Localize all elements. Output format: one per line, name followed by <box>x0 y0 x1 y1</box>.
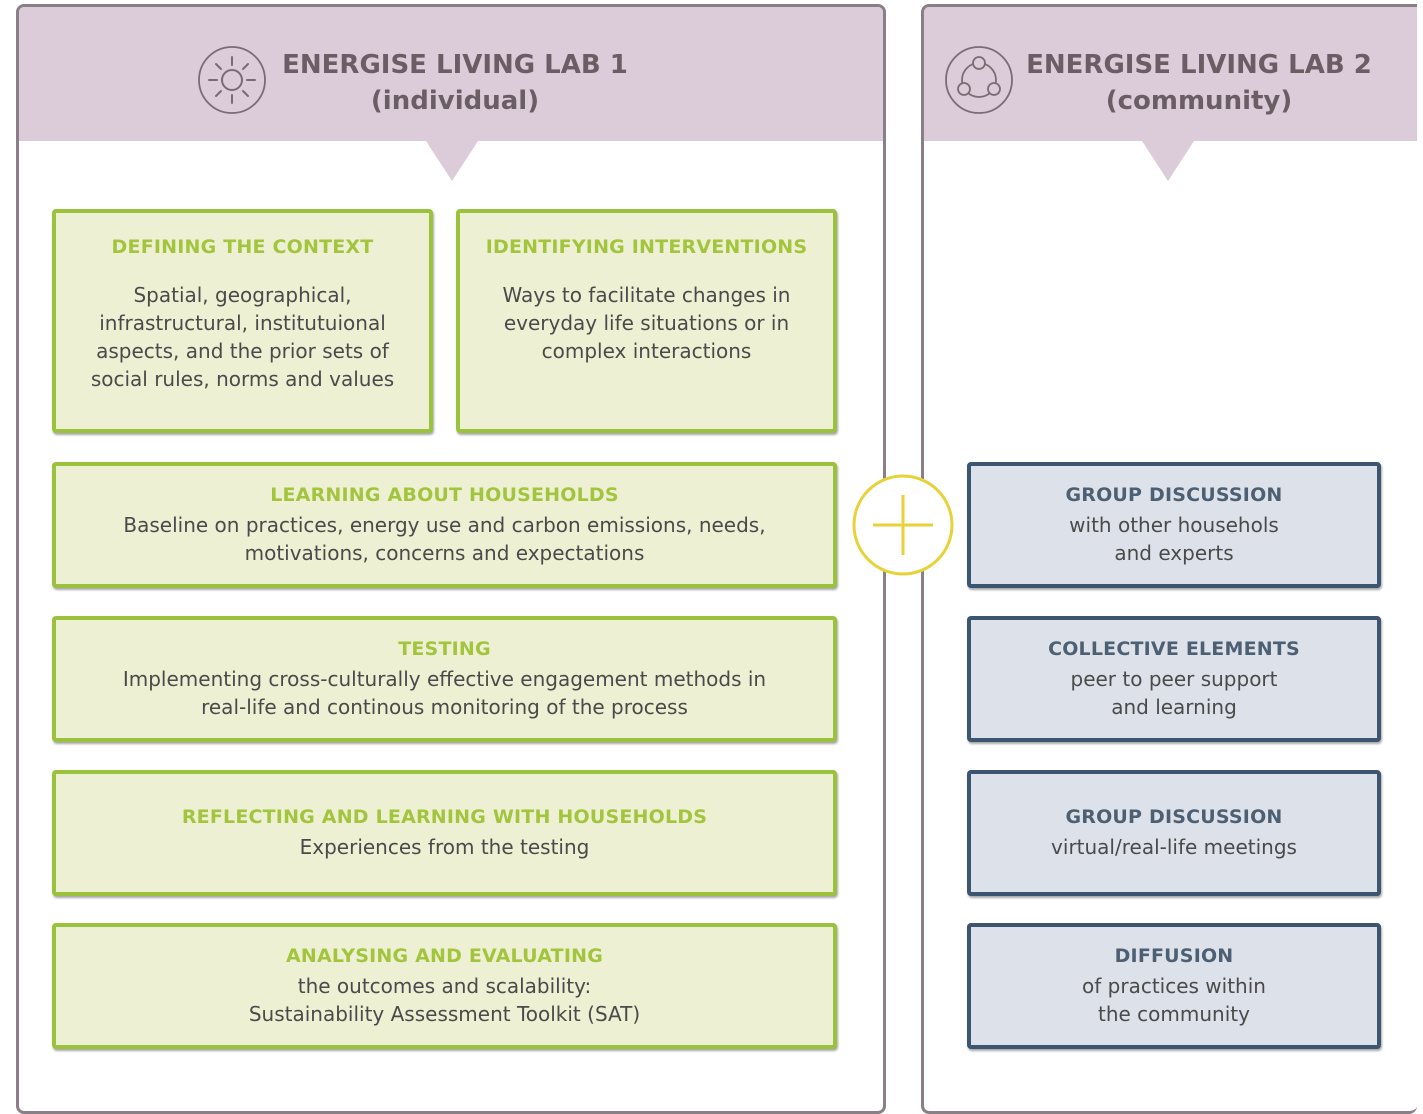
box-title: DEFINING THE CONTEXT <box>111 236 374 258</box>
header-pointer-arrow <box>1142 141 1194 181</box>
group-discussion-meetings-box: GROUP DISCUSSION virtual/real-life meeti… <box>967 770 1381 896</box>
living-lab-2-title-line2: (community) <box>1105 86 1293 116</box>
box-title: TESTING <box>398 638 491 660</box>
reflecting-and-learning-box: REFLECTING AND LEARNING WITH HOUSEHOLDS … <box>52 770 837 896</box>
box-text: Baseline on practices, energy use and ca… <box>123 513 766 565</box>
living-lab-2-header <box>924 7 1417 141</box>
identifying-interventions-box: IDENTIFYING INTERVENTIONS Ways to facili… <box>456 209 837 433</box>
box-title: REFLECTING AND LEARNING WITH HOUSEHOLDS <box>181 806 708 828</box>
living-lab-1-title: ENERGISE LIVING LAB 1 (individual) <box>275 47 635 119</box>
box-title: IDENTIFYING INTERVENTIONS <box>485 236 808 258</box>
community-cycle-icon <box>945 46 1013 114</box>
box-text: with other househols and experts <box>1069 513 1279 565</box>
box-text: Ways to facilitate changes in everyday l… <box>502 283 791 363</box>
box-text: Implementing cross-culturally effective … <box>122 667 767 719</box>
diffusion-box: DIFFUSION of practices within the commun… <box>967 923 1381 1049</box>
group-discussion-experts-box: GROUP DISCUSSION with other househols an… <box>967 462 1381 588</box>
living-lab-1-title-line1: ENERGISE LIVING LAB 1 <box>282 50 628 80</box>
box-text: peer to peer support and learning <box>1070 667 1278 719</box>
box-title: ANALYSING AND EVALUATING <box>285 945 603 967</box>
defining-context-box: DEFINING THE CONTEXT Spatial, geographic… <box>52 209 433 433</box>
box-text: Experiences from the testing <box>299 835 590 859</box>
testing-box: TESTING Implementing cross-culturally ef… <box>52 616 837 742</box>
box-title: COLLECTIVE ELEMENTS <box>1048 638 1300 660</box>
sun-icon <box>198 46 266 114</box>
box-text: of practices within the community <box>1082 974 1266 1026</box>
living-lab-2-title: ENERGISE LIVING LAB 2 (community) <box>1024 47 1374 119</box>
box-text: Spatial, geographical, infrastructural, … <box>90 283 395 391</box>
living-lab-2-title-line1: ENERGISE LIVING LAB 2 <box>1026 50 1372 80</box>
header-pointer-arrow <box>426 141 478 181</box>
living-lab-1-header <box>19 7 883 141</box>
plus-icon <box>852 474 954 576</box>
living-lab-1-title-line2: (individual) <box>370 86 540 116</box>
analysing-and-evaluating-box: ANALYSING AND EVALUATING the outcomes an… <box>52 923 837 1049</box>
box-text: virtual/real-life meetings <box>1051 835 1297 859</box>
box-text: the outcomes and scalability: Sustainabi… <box>248 974 641 1026</box>
box-title: GROUP DISCUSSION <box>1065 806 1283 828</box>
box-title: DIFFUSION <box>1114 945 1234 967</box>
box-title: LEARNING ABOUT HOUSEHOLDS <box>270 484 619 506</box>
collective-elements-box: COLLECTIVE ELEMENTS peer to peer support… <box>967 616 1381 742</box>
learning-about-households-box: LEARNING ABOUT HOUSEHOLDS Baseline on pr… <box>52 462 837 588</box>
box-title: GROUP DISCUSSION <box>1065 484 1283 506</box>
